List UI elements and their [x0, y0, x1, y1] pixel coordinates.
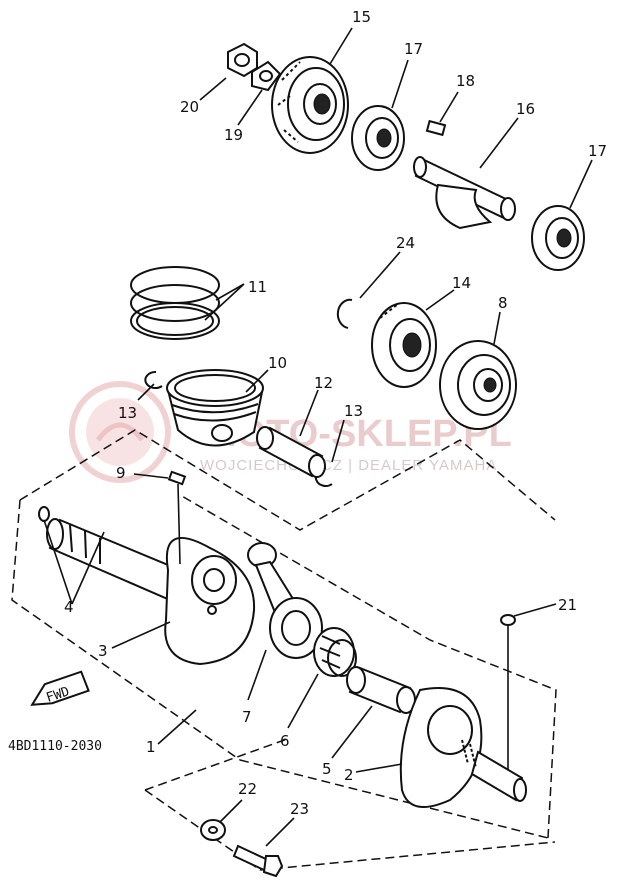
crank-right-part-2 [399, 687, 527, 808]
callout-6: 6 [280, 732, 290, 750]
callout-12: 12 [314, 374, 333, 392]
forward-arrow-label: FWD [45, 684, 72, 706]
watermark-subtitle: WOJCIECHOWICZ | DEALER YAMAHA [200, 457, 497, 474]
callout-23: 23 [290, 800, 309, 818]
callout-18: 18 [456, 72, 475, 90]
callout-4: 4 [64, 598, 74, 616]
balancer-shaft-part-16 [413, 156, 516, 230]
callout-2: 2 [344, 766, 354, 784]
bearing-part-8 [439, 340, 517, 430]
callout-1: 1 [146, 738, 156, 756]
callout-17-top: 17 [404, 40, 423, 58]
callout-8: 8 [498, 294, 508, 312]
circlip-part-24 [336, 298, 353, 329]
callout-19: 19 [224, 126, 243, 144]
callout-13-left: 13 [118, 404, 137, 422]
connecting-rod-part-7 [247, 542, 323, 659]
circlip-part-13-left [144, 370, 163, 389]
callout-22: 22 [238, 780, 257, 798]
forward-arrow: FWD [30, 670, 90, 706]
callout-24: 24 [396, 234, 415, 252]
key-part-18 [425, 119, 447, 137]
callout-13-right: 13 [344, 402, 363, 420]
callout-17-bottom: 17 [588, 142, 607, 160]
key-part-21 [500, 614, 516, 626]
washer-part-4 [38, 506, 50, 522]
crank-pin-part-5 [346, 666, 416, 714]
needle-bearing-part-6 [313, 627, 357, 677]
diagram-code: 4BD1110-2030 [8, 739, 102, 754]
callout-21: 21 [558, 596, 577, 614]
callout-labels: 15 17 18 16 17 20 19 24 14 8 11 10 12 13… [64, 8, 607, 818]
callout-15: 15 [352, 8, 371, 26]
crank-left-part-3 [46, 518, 256, 666]
callout-5: 5 [322, 760, 332, 778]
callout-3: 3 [98, 642, 108, 660]
gear-part-15 [271, 56, 349, 154]
leader-lines [43, 27, 593, 847]
callout-10: 10 [268, 354, 287, 372]
piston-pin-part-12 [256, 426, 326, 478]
callout-16: 16 [516, 100, 535, 118]
bearing-part-17-top [351, 105, 405, 171]
key-part-9 [167, 470, 187, 486]
gear-part-14 [371, 302, 437, 388]
callout-14: 14 [452, 274, 471, 292]
bolt-part-23 [232, 844, 284, 878]
piston-rings-part-11 [130, 266, 220, 340]
washer-part-22 [200, 819, 226, 841]
callout-9: 9 [116, 464, 126, 482]
assembly-outline [11, 429, 557, 871]
callout-11: 11 [248, 278, 267, 296]
bearing-part-17-bottom [531, 205, 585, 271]
callout-20: 20 [180, 98, 199, 116]
callout-7: 7 [242, 708, 252, 726]
watermark-logo [69, 381, 171, 483]
lock-washer-part-19 [251, 60, 282, 92]
nut-part-20 [227, 42, 258, 78]
piston-part-10 [166, 369, 264, 447]
